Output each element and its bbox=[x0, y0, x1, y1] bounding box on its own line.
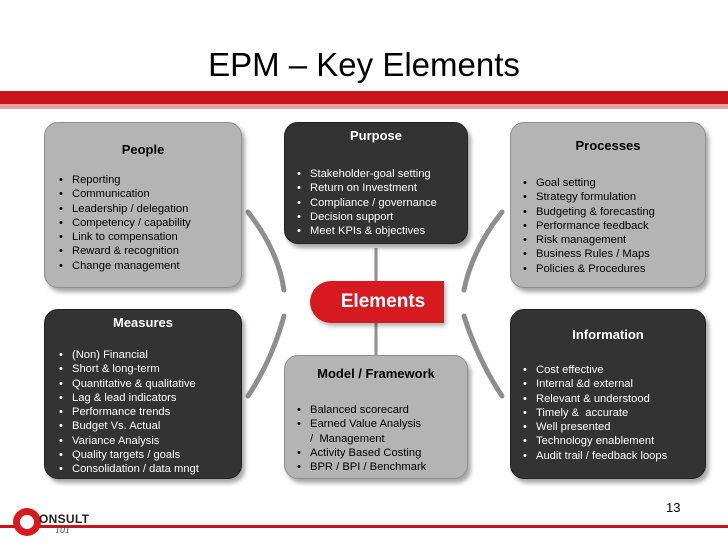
list-item: Decision support bbox=[297, 210, 437, 225]
list-item: Budgeting & forecasting bbox=[523, 205, 655, 220]
title-bar-dark bbox=[0, 91, 728, 104]
list-item: Quantitative & qualitative bbox=[59, 377, 199, 392]
list-item: Activity Based Costing bbox=[297, 446, 457, 461]
processes-list: Goal setting Strategy formulation Budget… bbox=[523, 176, 655, 276]
list-item: Compliance / governance bbox=[297, 196, 437, 211]
information-list: Cost effective Internal &d external Rele… bbox=[523, 363, 667, 463]
purpose-list: Stakeholder-goal setting Return on Inves… bbox=[297, 167, 437, 239]
list-item: Timely & accurate bbox=[523, 406, 667, 421]
list-item: Short & long-term bbox=[59, 362, 199, 377]
processes-title: Processes bbox=[575, 138, 641, 153]
logo-brand-text: ONSULT bbox=[39, 512, 90, 526]
list-item: Audit trail / feedback loops bbox=[523, 449, 667, 464]
list-item: Well presented bbox=[523, 420, 667, 435]
list-item: Goal setting bbox=[523, 176, 655, 191]
measures-list: (Non) Financial Short & long-term Quanti… bbox=[59, 348, 199, 477]
purpose-box: Purpose Stakeholder-goal setting Return … bbox=[284, 122, 468, 244]
list-item: Earned Value Analysis / Management bbox=[297, 417, 457, 446]
list-item: Internal &d external bbox=[523, 377, 667, 392]
list-item: Technology enablement bbox=[523, 434, 667, 449]
measures-box: Measures (Non) Financial Short & long-te… bbox=[44, 309, 242, 479]
people-box: People Reporting Communication Leadershi… bbox=[44, 122, 242, 288]
list-item: Meet KPIs & objectives bbox=[297, 224, 437, 239]
slide-title: EPM – Key Elements bbox=[208, 46, 520, 83]
information-title: Information bbox=[572, 327, 644, 342]
list-item: Competency / capability bbox=[59, 216, 191, 231]
list-item: Cost effective bbox=[523, 363, 667, 378]
model-framework-box: Model / Framework Balanced scorecard Ear… bbox=[284, 355, 468, 479]
measures-title: Measures bbox=[113, 315, 173, 330]
list-item: Performance trends bbox=[59, 405, 199, 420]
footer-line bbox=[0, 525, 728, 528]
model-framework-title: Model / Framework bbox=[317, 366, 435, 381]
connector-information bbox=[461, 313, 505, 399]
connector-people bbox=[245, 209, 287, 293]
list-item: Reward & recognition bbox=[59, 244, 191, 259]
information-box: Information Cost effective Internal &d e… bbox=[510, 309, 706, 479]
people-title: People bbox=[121, 142, 165, 157]
consult-logo: ONSULT 101 bbox=[13, 504, 113, 544]
model-framework-list: Balanced scorecard Earned Value Analysis… bbox=[297, 403, 457, 475]
connector-measures bbox=[245, 313, 287, 399]
list-item: BPR / BPI / Benchmark bbox=[297, 460, 457, 475]
list-item: Risk management bbox=[523, 233, 655, 248]
connector-processes bbox=[461, 209, 505, 293]
elements-center-label: Elements bbox=[310, 281, 444, 323]
list-item: Variance Analysis bbox=[59, 434, 199, 449]
list-item: Reporting bbox=[59, 173, 191, 188]
logo-ring-icon bbox=[13, 508, 41, 536]
list-item: Link to compensation bbox=[59, 230, 191, 245]
elements-label-text: Elements bbox=[340, 291, 426, 312]
list-item: Business Rules / Maps bbox=[523, 247, 655, 262]
purpose-title: Purpose bbox=[349, 128, 402, 143]
list-item: Leadership / delegation bbox=[59, 202, 191, 217]
list-item: Policies & Procedures bbox=[523, 262, 655, 277]
list-item: (Non) Financial bbox=[59, 348, 199, 363]
list-item: Strategy formulation bbox=[523, 190, 655, 205]
list-item: Return on Investment bbox=[297, 181, 437, 196]
list-item: Change management bbox=[59, 259, 191, 274]
list-item: Lag & lead indicators bbox=[59, 391, 199, 406]
people-list: Reporting Communication Leadership / del… bbox=[59, 173, 191, 273]
list-item: Budget Vs. Actual bbox=[59, 419, 199, 434]
list-item: Consolidation / data mngt bbox=[59, 462, 199, 477]
list-item: Performance feedback bbox=[523, 219, 655, 234]
list-item: Balanced scorecard bbox=[297, 403, 457, 418]
page-number: 13 bbox=[666, 500, 681, 515]
list-item: Quality targets / goals bbox=[59, 448, 199, 463]
title-underline-bar bbox=[0, 91, 728, 109]
list-item: Stakeholder-goal setting bbox=[297, 167, 437, 182]
list-item: Communication bbox=[59, 187, 191, 202]
processes-box: Processes Goal setting Strategy formulat… bbox=[510, 122, 706, 288]
title-bar-light bbox=[0, 104, 728, 109]
logo-sub-text: 101 bbox=[55, 525, 70, 536]
list-item: Relevant & understood bbox=[523, 392, 667, 407]
